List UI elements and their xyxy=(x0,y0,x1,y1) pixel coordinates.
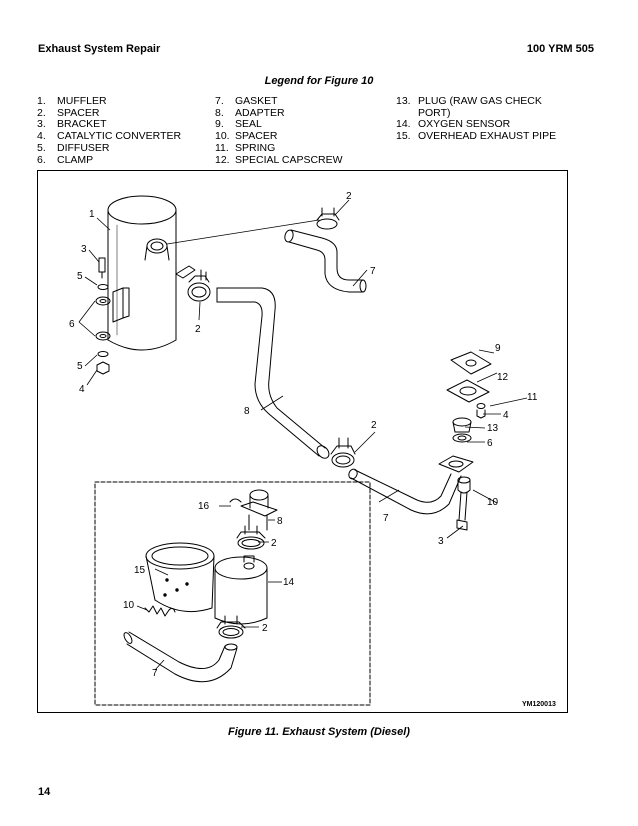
callout-8: 8 xyxy=(244,406,250,417)
callout-11: 11 xyxy=(527,392,538,403)
inset-box xyxy=(94,481,371,706)
legend-item: 15.OVERHEAD EXHAUST PIPE xyxy=(396,130,557,143)
callout-7: 7 xyxy=(370,266,376,277)
callout-9: 9 xyxy=(495,343,501,354)
legend-item: 3.BRACKET xyxy=(37,118,107,131)
callout-5: 5 xyxy=(77,271,83,282)
callout-8: 8 xyxy=(277,516,283,527)
figure-code: YM120013 xyxy=(522,701,556,708)
callout-2: 2 xyxy=(271,538,277,549)
inset-pipe-15 xyxy=(145,542,215,613)
legend-item: 14.OXYGEN SENSOR xyxy=(396,118,511,131)
callout-2: 2 xyxy=(371,420,377,431)
inset-adapter-8 xyxy=(229,489,278,531)
callout-16: 16 xyxy=(198,501,210,512)
legend-item-continuation: PORT) xyxy=(418,106,451,119)
callout-5: 5 xyxy=(77,361,83,372)
callout-7: 7 xyxy=(152,668,158,679)
upper-clamp-drawing xyxy=(316,207,340,230)
legend-item: 10.SPACER xyxy=(215,130,278,143)
callout-3: 3 xyxy=(438,536,444,547)
legend-item: 9.SEAL xyxy=(215,118,262,131)
callout-12: 12 xyxy=(497,372,509,383)
legend-column-2: 7.GASKET 8.ADAPTER 9.SEAL 10.SPACER 11.S… xyxy=(215,95,343,166)
elbow-pipe-7-right xyxy=(348,455,474,515)
inset-clamp-lower xyxy=(216,615,246,639)
lower-clamp-drawing xyxy=(330,437,356,468)
running-header-doc-number: 100 YRM 505 xyxy=(526,43,594,55)
callout-2: 2 xyxy=(195,324,201,335)
callout-2: 2 xyxy=(262,623,268,634)
callout-10: 10 xyxy=(487,497,499,508)
page-number: 14 xyxy=(38,786,51,798)
callout-6: 6 xyxy=(487,438,493,449)
callout-15: 15 xyxy=(134,565,146,576)
legend-item: 2.SPACER xyxy=(37,106,100,119)
muffler-drawing xyxy=(107,195,196,351)
legend-item: 1.MUFFLER xyxy=(37,95,107,107)
figure-caption: Figure 11. Exhaust System (Diesel) xyxy=(228,726,410,738)
flange-stack-right xyxy=(446,351,492,443)
legend-item: 6.CLAMP xyxy=(37,153,94,166)
legend-item: 7.GASKET xyxy=(215,95,278,107)
callout-10: 10 xyxy=(123,600,135,611)
clamp-drawing xyxy=(187,269,211,302)
legend-column-1: 1.MUFFLER 2.SPACER 3.BRACKET 4.CATALYTIC… xyxy=(37,95,182,166)
figure-frame xyxy=(37,170,568,713)
legend-item: 8.ADAPTER xyxy=(215,106,285,119)
spacer-bolt-right xyxy=(456,476,471,531)
callout-2: 2 xyxy=(346,191,352,202)
legend-item: 11.SPRING xyxy=(215,141,276,154)
inset-spring-10 xyxy=(144,605,176,617)
inset-canister-14 xyxy=(214,555,268,625)
callout-4: 4 xyxy=(503,410,509,421)
inset-clamp-upper xyxy=(236,525,266,550)
callout-labels: 1 3 5 6 5 4 2 2 7 8 2 7 9 12 11 4 13 6 1… xyxy=(69,191,538,679)
fastener-stack-left xyxy=(95,257,111,375)
pipe-8-drawing xyxy=(216,287,330,459)
callout-13: 13 xyxy=(487,423,499,434)
callout-6: 6 xyxy=(69,319,75,330)
legend-item: 4.CATALYTIC CONVERTER xyxy=(37,130,182,143)
inset-elbow-7 xyxy=(123,631,238,683)
legend-item: 13.PLUG (RAW GAS CHECK xyxy=(396,95,542,107)
running-header-title: Exhaust System Repair xyxy=(38,43,161,55)
legend-column-3: 13.PLUG (RAW GAS CHECK PORT) 14.OXYGEN S… xyxy=(396,95,557,143)
callout-7: 7 xyxy=(383,513,389,524)
callout-4: 4 xyxy=(79,384,85,395)
exhaust-system-diagram: 1 3 5 6 5 4 2 2 7 8 2 7 9 12 11 4 13 6 1… xyxy=(69,191,556,708)
legend-item: 5.DIFFUSER xyxy=(37,141,110,154)
elbow-pipe-7-upper xyxy=(284,229,367,293)
leader-lines xyxy=(78,199,528,671)
callout-14: 14 xyxy=(283,577,295,588)
callout-1: 1 xyxy=(89,209,95,220)
callout-3: 3 xyxy=(81,244,87,255)
legend-title: Legend for Figure 10 xyxy=(264,75,374,87)
legend-item: 12.SPECIAL CAPSCREW xyxy=(215,153,343,166)
